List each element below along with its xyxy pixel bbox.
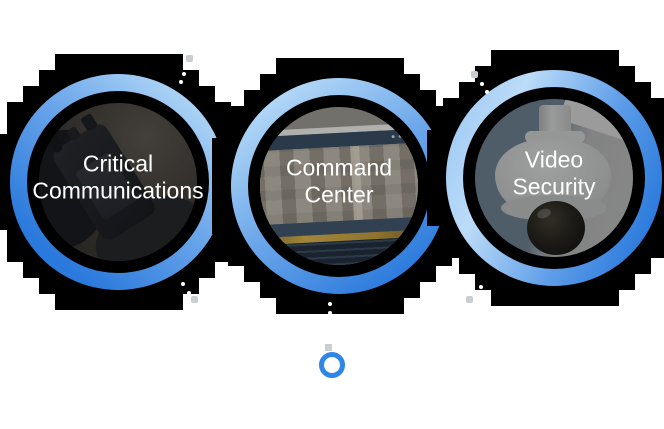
connector-notch [325, 344, 332, 351]
trail-dot [485, 90, 489, 94]
circle-item-video-security[interactable]: Video Security [414, 38, 664, 318]
circle-label: Critical Communications [13, 151, 223, 205]
camera-dome-lens-shape [527, 201, 585, 255]
trail-dot-gray [471, 71, 478, 78]
trail-dot [187, 291, 191, 295]
dark-overlay [39, 103, 197, 261]
ring-icon [319, 352, 345, 378]
circle-item-critical-communications[interactable]: Critical Communications [0, 42, 258, 322]
label-line: Communications [32, 177, 204, 204]
trail-dot [179, 80, 183, 84]
trail-dot [474, 290, 478, 294]
command-center-dashboard-photo [260, 107, 418, 265]
label-line: Critical [82, 150, 154, 177]
label-line: Center [304, 181, 374, 208]
circle-label: Video Security [449, 147, 659, 201]
trail-dot [479, 285, 483, 289]
dome-security-camera-photo [475, 99, 633, 257]
dark-overlay [260, 107, 418, 265]
trail-dot-gray [186, 55, 193, 62]
trail-dot [182, 72, 186, 76]
trail-dot [328, 302, 332, 306]
trail-dot [181, 282, 185, 286]
label-line: Video [524, 146, 584, 173]
label-line: Security [512, 173, 596, 200]
circle-label: Command Center [234, 155, 444, 209]
trail-dot-gray [466, 296, 473, 303]
circle-item-command-center[interactable]: Command Center [199, 46, 479, 326]
trail-dot-gray [191, 296, 198, 303]
trail-dot [480, 82, 484, 86]
trail-dot [328, 311, 332, 315]
label-line: Command [285, 154, 393, 181]
two-way-radio-photo [39, 103, 197, 261]
dark-overlay [475, 99, 633, 257]
